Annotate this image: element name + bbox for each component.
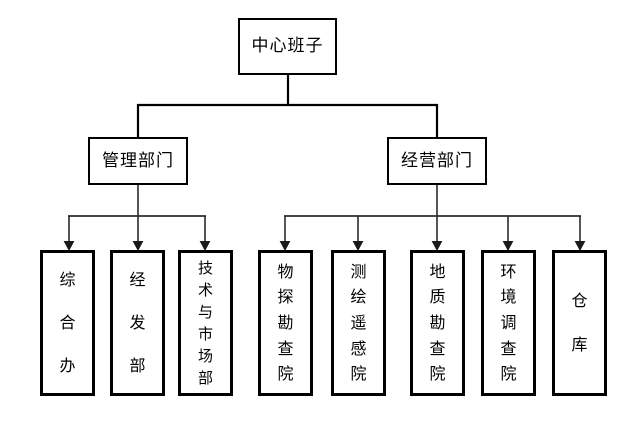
vertical-char: 库 — [571, 335, 588, 354]
vertical-char: 经 — [129, 270, 146, 290]
connector-mgmt-to-leaves — [63, 185, 211, 252]
node-management[interactable]: 管理部门 — [88, 137, 188, 185]
vertical-char: 测 — [350, 261, 367, 281]
vertical-char: 院 — [429, 364, 446, 384]
vertical-char: 查 — [500, 338, 517, 358]
vertical-char: 查 — [277, 338, 294, 358]
connector-ops-to-leaves — [279, 185, 586, 252]
node-management-label: 管理部门 — [102, 150, 174, 171]
vertical-char: 境 — [500, 287, 517, 307]
node-leaf-technology-market[interactable]: 技术与市场部 — [178, 250, 233, 396]
vertical-char: 遥 — [350, 312, 367, 332]
vertical-char: 地 — [429, 261, 446, 281]
vertical-char: 仓 — [571, 291, 588, 310]
vertical-char: 查 — [429, 338, 446, 358]
vertical-char: 院 — [350, 364, 367, 384]
node-leaf-economic-development[interactable]: 经发部 — [110, 250, 165, 396]
vertical-char: 调 — [500, 312, 517, 332]
node-leaf-mapping-remote-sensing[interactable]: 测绘遥感院 — [331, 250, 386, 396]
vertical-char: 部 — [129, 355, 146, 375]
vertical-char: 市 — [197, 324, 213, 343]
node-leaf-technology-market-label: 技术与市场部 — [181, 253, 230, 393]
vertical-char: 综 — [59, 270, 76, 290]
node-leaf-environmental-survey-label: 环境调查院 — [484, 253, 533, 393]
node-leaf-geological-survey[interactable]: 地质勘查院 — [410, 250, 465, 396]
vertical-char: 合 — [59, 312, 76, 332]
vertical-char: 环 — [500, 261, 517, 281]
vertical-char: 探 — [277, 287, 294, 307]
vertical-char: 场 — [197, 346, 213, 365]
vertical-char: 院 — [500, 364, 517, 384]
vertical-char: 办 — [59, 355, 76, 375]
vertical-char: 技 — [197, 258, 213, 277]
node-leaf-warehouse-label: 仓库 — [555, 253, 604, 393]
node-leaf-economic-development-label: 经发部 — [113, 253, 162, 393]
node-leaf-geophysical-survey[interactable]: 物探勘查院 — [258, 250, 313, 396]
node-leaf-geophysical-survey-label: 物探勘查院 — [261, 253, 310, 393]
vertical-char: 勘 — [277, 312, 294, 332]
vertical-char: 质 — [429, 287, 446, 307]
node-leaf-mapping-remote-sensing-label: 测绘遥感院 — [334, 253, 383, 393]
node-leaf-general-office[interactable]: 综合办 — [40, 250, 95, 396]
node-operations[interactable]: 经营部门 — [387, 137, 487, 185]
node-leaf-general-office-label: 综合办 — [43, 253, 92, 393]
vertical-char: 与 — [197, 302, 213, 321]
vertical-char: 术 — [197, 280, 213, 299]
connector-root-to-level2 — [136, 75, 439, 137]
vertical-char: 院 — [277, 364, 294, 384]
node-root-label: 中心班子 — [251, 36, 324, 57]
node-leaf-geological-survey-label: 地质勘查院 — [413, 253, 462, 393]
vertical-char: 物 — [277, 261, 294, 281]
vertical-char: 绘 — [350, 287, 367, 307]
node-root[interactable]: 中心班子 — [238, 18, 337, 75]
vertical-char: 勘 — [429, 312, 446, 332]
vertical-char: 感 — [350, 338, 367, 358]
vertical-char: 部 — [197, 368, 213, 387]
node-operations-label: 经营部门 — [401, 150, 473, 171]
node-leaf-environmental-survey[interactable]: 环境调查院 — [481, 250, 536, 396]
node-leaf-warehouse[interactable]: 仓库 — [552, 250, 607, 396]
vertical-char: 发 — [129, 312, 146, 332]
